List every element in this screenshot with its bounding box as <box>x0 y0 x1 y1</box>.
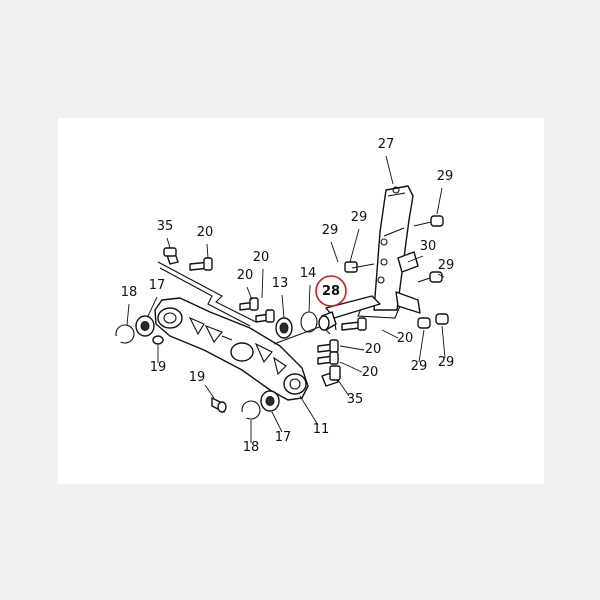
callout-29: 29 <box>438 258 455 273</box>
callout-20: 20 <box>197 225 214 240</box>
callout-11: 11 <box>313 422 330 437</box>
bearing-left <box>135 315 155 337</box>
highlight-circle <box>315 275 347 307</box>
pin-right <box>211 397 227 413</box>
leader-lines <box>126 155 446 443</box>
callout-20: 20 <box>397 331 414 346</box>
callout-13: 13 <box>272 276 289 291</box>
bolt-20-a <box>239 297 259 311</box>
callout-28-highlighted: 28 <box>322 284 340 299</box>
bolt-29-right <box>417 271 443 283</box>
callout-18: 18 <box>121 285 138 300</box>
bolt-29-top <box>413 215 444 227</box>
callout-35: 35 <box>347 392 364 407</box>
bushing <box>275 317 293 339</box>
bolt-20-low1 <box>317 339 339 353</box>
callout-29: 29 <box>437 169 454 184</box>
snap-ring-left <box>115 324 135 344</box>
callout-17: 17 <box>275 430 292 445</box>
callout-30: 30 <box>420 239 437 254</box>
bolt-20-low2 <box>317 351 339 365</box>
collar <box>318 311 337 331</box>
bolt-29-upper <box>344 261 375 273</box>
bolt-29-lower <box>417 313 449 329</box>
callout-29: 29 <box>438 355 455 370</box>
snap-ring-right <box>241 400 261 420</box>
vertical-bracket-plate <box>357 185 421 319</box>
callout-20: 20 <box>237 268 254 283</box>
pin-left <box>152 335 164 345</box>
callout-17: 17 <box>149 278 166 293</box>
bolt-35-top <box>163 247 179 265</box>
callout-14: 14 <box>300 266 317 281</box>
callout-35: 35 <box>157 219 174 234</box>
ring-seal <box>300 311 318 333</box>
callout-29: 29 <box>351 210 368 225</box>
callout-29: 29 <box>322 223 339 238</box>
bearing-right <box>260 390 280 412</box>
callout-27: 27 <box>378 137 395 152</box>
callout-18: 18 <box>243 440 260 455</box>
diagram-frame <box>58 118 544 484</box>
callout-20: 20 <box>362 365 379 380</box>
main-beam <box>154 297 309 401</box>
callout-29: 29 <box>411 359 428 374</box>
callout-20: 20 <box>365 342 382 357</box>
bolt-35-low <box>321 365 341 387</box>
bolt-20-b <box>255 309 275 323</box>
bolt-20-top <box>189 257 213 271</box>
callout-20: 20 <box>253 250 270 265</box>
callout-19: 19 <box>189 370 206 385</box>
bolt-20-mid <box>341 317 367 331</box>
callout-19: 19 <box>150 360 167 375</box>
